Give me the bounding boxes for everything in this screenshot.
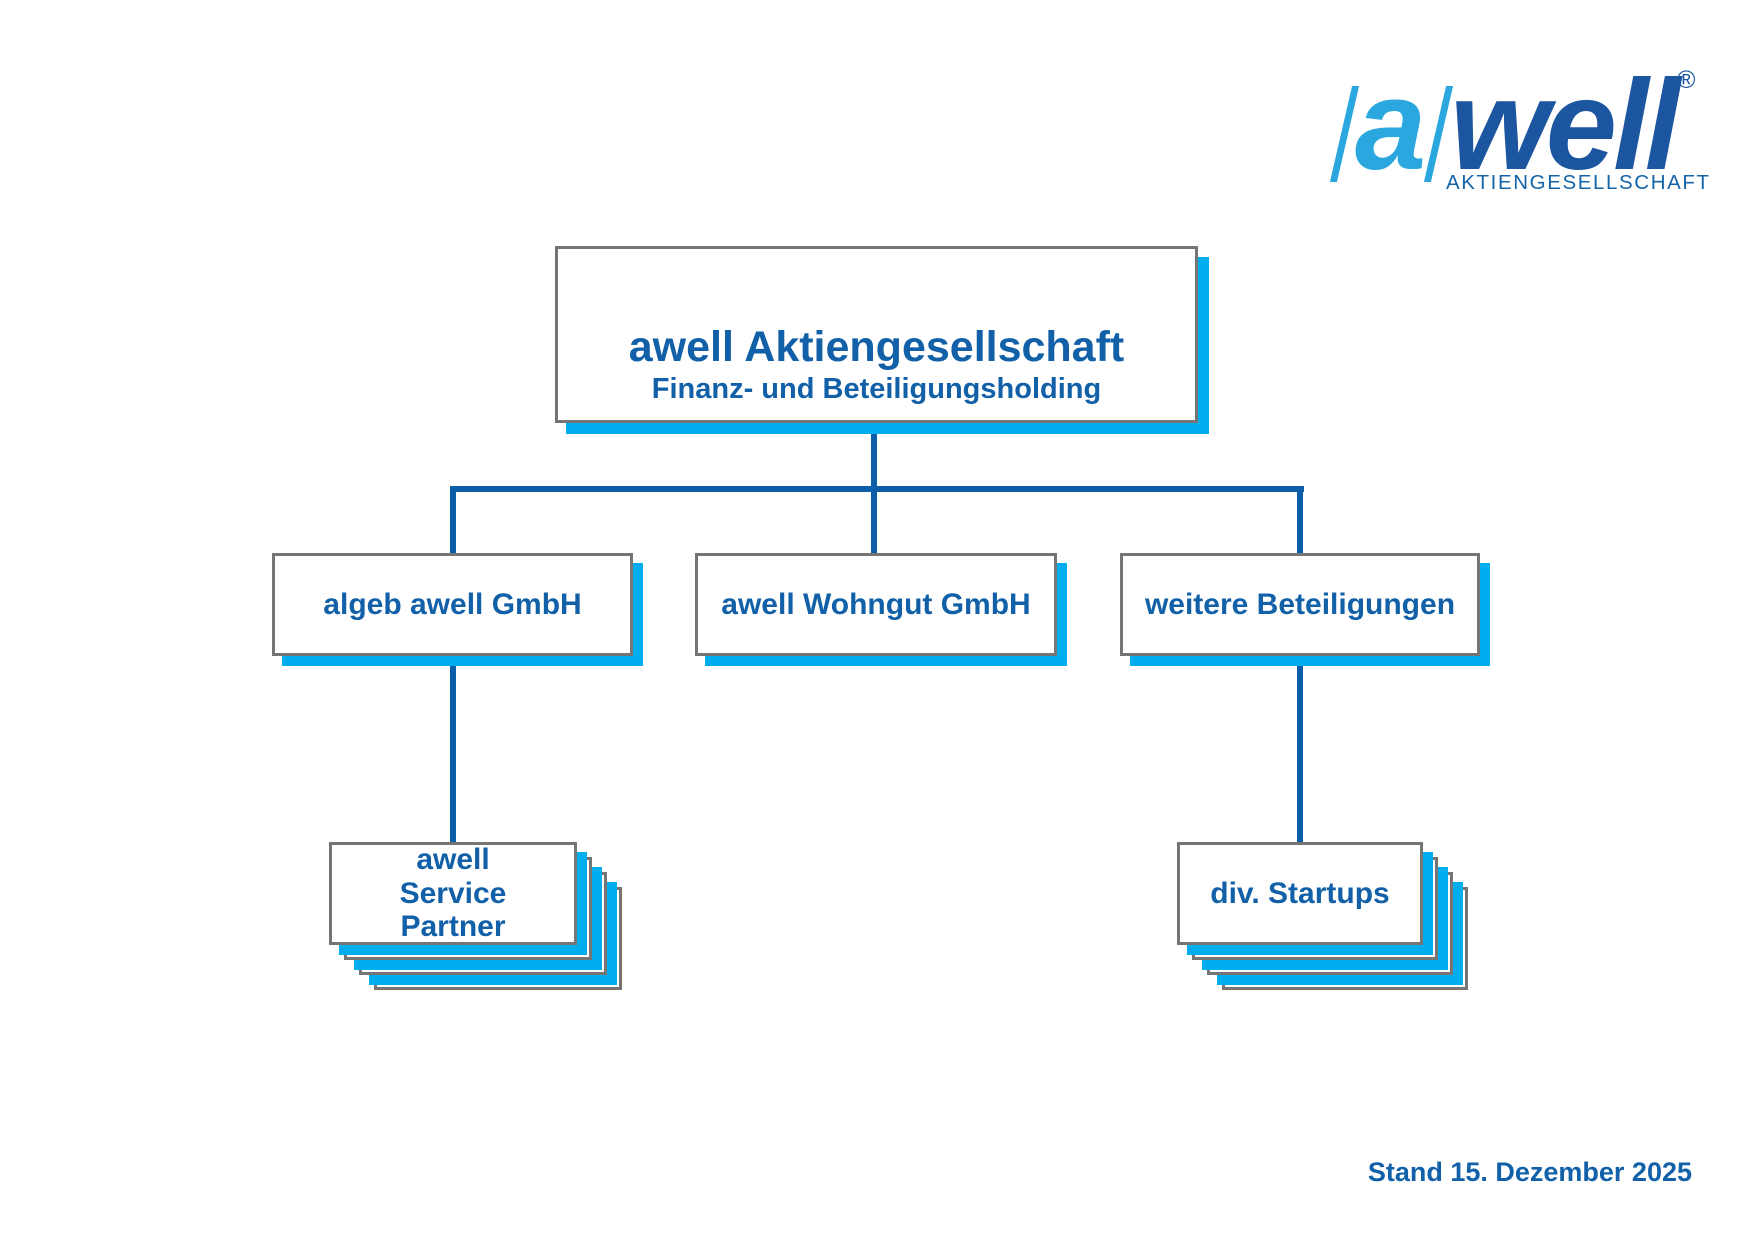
logo-subtitle: AKTIENGESELLSCHAFT bbox=[1446, 171, 1711, 194]
org-box-awell-wohngut-gmbh: awell Wohngut GmbH bbox=[695, 553, 1057, 656]
stack-card-front: awell Service Partner bbox=[329, 842, 577, 945]
logo-slash-icon bbox=[1423, 86, 1454, 182]
org-box-label: algeb awell GmbH bbox=[323, 587, 582, 621]
org-stack-div-startups: div. Startups bbox=[1177, 842, 1468, 990]
connector-rail bbox=[450, 486, 1304, 492]
registered-trademark-icon: ® bbox=[1677, 66, 1696, 94]
org-box-label: awell Wohngut GmbH bbox=[721, 587, 1031, 621]
org-box-weitere-beteiligungen: weitere Beteiligungen bbox=[1120, 553, 1480, 656]
org-stack-awell-service-partner: awell Service Partner bbox=[329, 842, 622, 990]
root-title: awell Aktiengesellschaft bbox=[628, 323, 1125, 372]
connector-weitere-to-startups bbox=[1297, 656, 1303, 843]
status-date-note: Stand 15. Dezember 2025 bbox=[1367, 1157, 1692, 1187]
connector-drop-left bbox=[450, 486, 456, 553]
org-box-algeb-awell-gmbh: algeb awell GmbH bbox=[272, 553, 633, 656]
connector-algeb-to-service-partner bbox=[450, 656, 456, 843]
connector-drop-right bbox=[1297, 486, 1303, 553]
company-logo: a well ® AKTIENGESELLSCHAFT bbox=[1325, 60, 1725, 200]
logo-letter-a: a bbox=[1355, 54, 1426, 197]
org-box-label: weitere Beteiligungen bbox=[1144, 587, 1456, 621]
org-box-root: awell Aktiengesellschaft Finanz- und Bet… bbox=[555, 246, 1198, 423]
root-subtitle: Finanz- und Beteiligungsholding bbox=[651, 372, 1102, 405]
logo-wordmark: well bbox=[1450, 54, 1680, 197]
stack-card-front: div. Startups bbox=[1177, 842, 1423, 945]
